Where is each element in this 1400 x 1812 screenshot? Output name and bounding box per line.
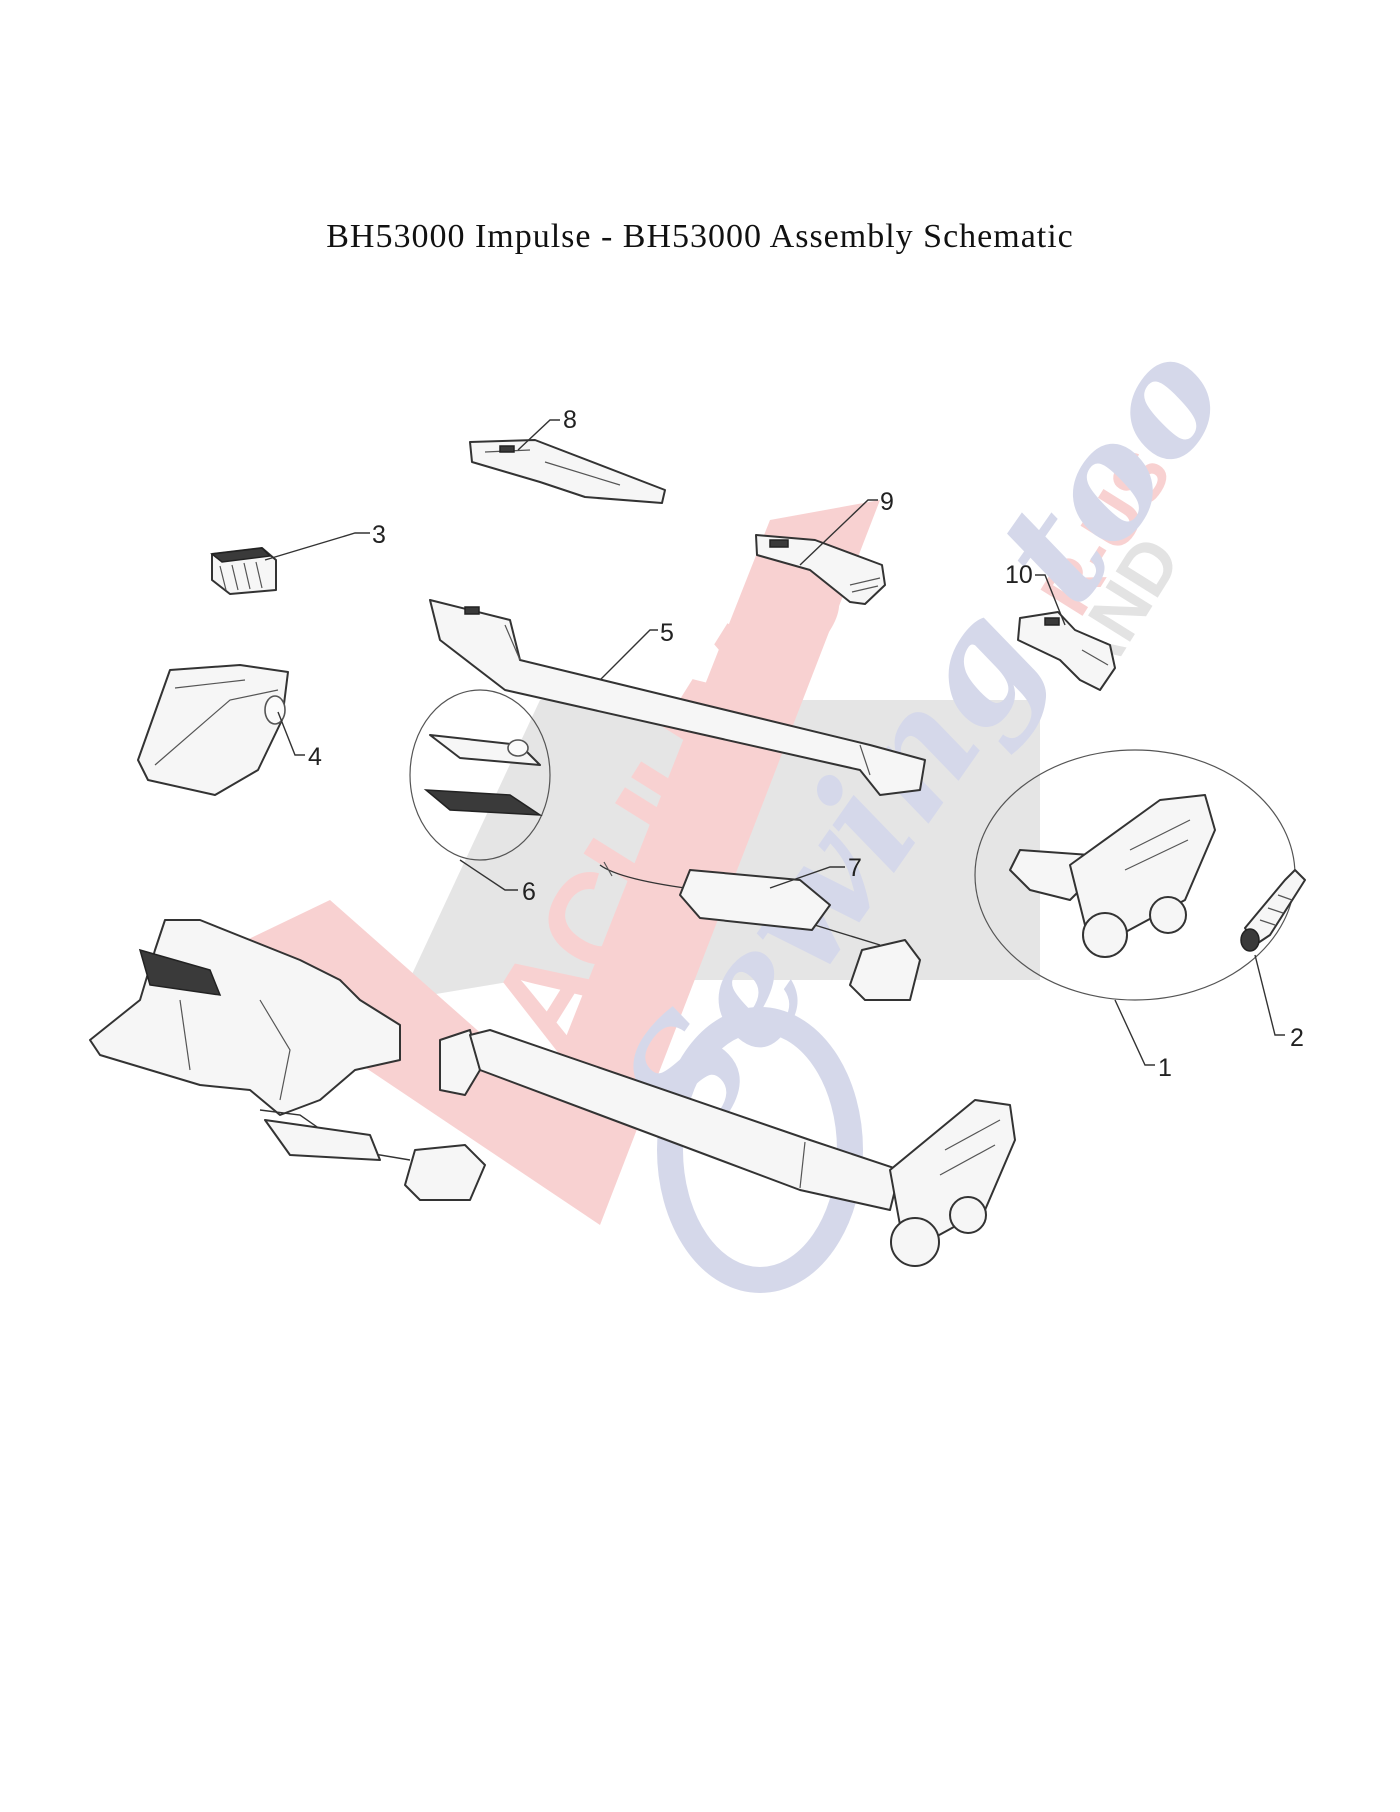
leader-3 <box>264 532 370 561</box>
callout-numbers: 1 2 3 4 5 6 7 8 9 10 <box>308 406 1304 1082</box>
callout-7: 7 <box>848 854 862 882</box>
part-9-brush-tool <box>755 534 886 605</box>
callout-9: 9 <box>880 488 894 516</box>
leader-1 <box>1114 999 1155 1066</box>
part-10-nozzle <box>1017 611 1116 691</box>
part-6-latch-detail <box>409 689 551 861</box>
leader-9 <box>799 499 878 566</box>
watermark-swirl <box>657 1007 863 1293</box>
part-8-crevice-tool <box>469 439 666 504</box>
callout-8: 8 <box>563 406 577 434</box>
leader-7 <box>769 866 845 889</box>
part-5-extension-wand <box>429 599 926 796</box>
leader-5 <box>599 629 658 681</box>
callout-2: 2 <box>1290 1024 1304 1052</box>
part-1-floor-head <box>974 749 1296 1001</box>
leader-2 <box>1254 954 1285 1036</box>
leader-8 <box>517 419 560 451</box>
callout-6: 6 <box>522 878 536 906</box>
leader-10 <box>1035 574 1066 626</box>
part-6-detail-circle <box>409 689 551 861</box>
leader-6 <box>459 859 518 891</box>
main-assembly <box>89 919 1016 1267</box>
leader-lines <box>264 419 1285 1066</box>
callout-3: 3 <box>372 521 386 549</box>
callout-5: 5 <box>660 619 674 647</box>
callout-1: 1 <box>1158 1054 1172 1082</box>
part-2-brush-roll <box>1240 869 1306 952</box>
leader-4 <box>277 711 305 756</box>
part-4-dust-bin <box>137 664 289 796</box>
callout-10: 10 <box>1005 561 1033 589</box>
callout-4: 4 <box>308 743 322 771</box>
part-7-battery-pack <box>599 861 921 1001</box>
part-3-filter <box>210 547 277 595</box>
page-title: BH53000 Impulse - BH53000 Assembly Schem… <box>326 218 1074 255</box>
